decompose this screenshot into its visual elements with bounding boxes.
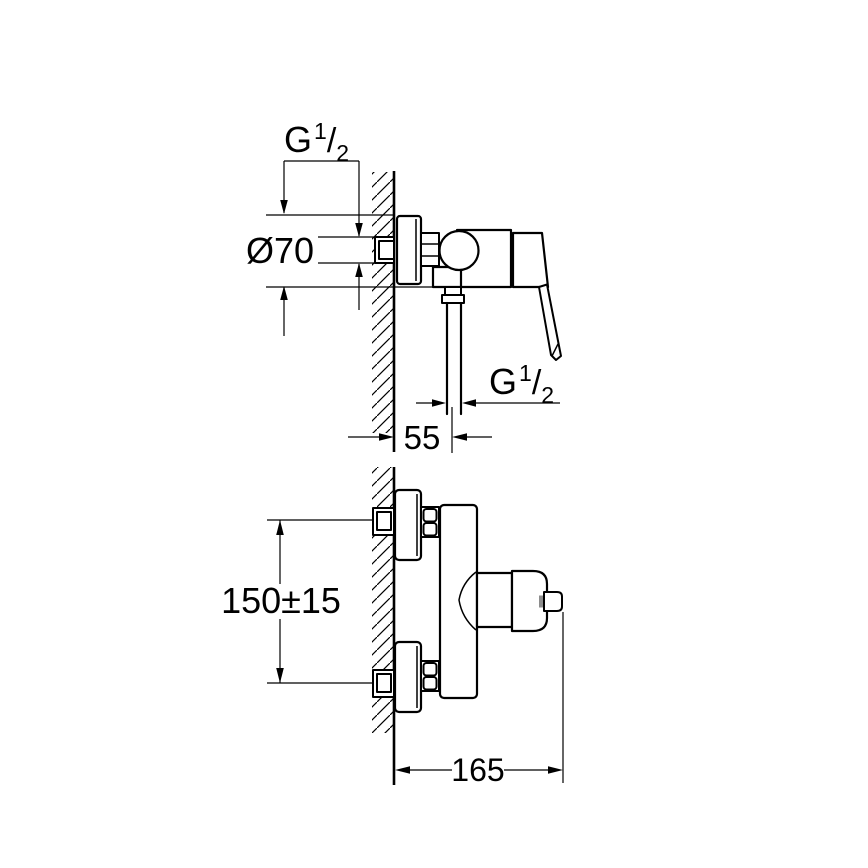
dim-wall-to-handle-tip: 165	[395, 612, 564, 788]
wall-to-outlet-label: 55	[404, 419, 441, 456]
handle-side	[511, 231, 562, 361]
ball-joint	[438, 229, 480, 272]
dim-wall-to-outlet: 55	[348, 407, 492, 456]
escutcheon-side	[395, 214, 423, 286]
mixer-body-front	[438, 503, 479, 700]
cartridge-cylinder	[475, 571, 514, 629]
escutcheon-diameter-label: Ø70	[246, 230, 314, 271]
wall-hatch-side	[372, 172, 394, 433]
dim-escutcheon-diameter: Ø70	[246, 161, 433, 336]
side-view: G1/2 Ø70 G1/2 55	[246, 118, 562, 456]
outlet-thread-label: G1/2	[489, 360, 554, 408]
escutcheon-front-top	[393, 488, 423, 562]
inlet-fitting-front-top	[372, 507, 395, 536]
cartridge-cone	[458, 571, 477, 631]
inlet-fitting-side	[374, 236, 395, 264]
escutcheon-front-bottom	[393, 640, 423, 714]
handle-knob-front	[510, 569, 549, 633]
union-nut-front-bottom	[420, 660, 440, 692]
lever-bevel-line	[551, 343, 559, 357]
inlet-fitting-front-bottom	[372, 669, 395, 698]
dim-inlet-center-distance: 150±15	[221, 519, 374, 684]
dim-inlet-thread: G1/2	[266, 118, 394, 310]
outlet-pipe	[441, 286, 465, 416]
handle-screw-slot	[539, 595, 545, 608]
inlet-thread-label: G1/2	[284, 118, 349, 166]
union-nut-front-top	[420, 506, 440, 538]
wall-to-handle-tip-label: 165	[451, 752, 504, 788]
union-nut-side	[420, 232, 440, 267]
front-view: 150±15 165	[221, 467, 564, 788]
handle-stub-front	[543, 591, 563, 612]
inlet-center-distance-label: 150±15	[221, 580, 341, 621]
dim-outlet-thread: G1/2	[416, 360, 560, 408]
